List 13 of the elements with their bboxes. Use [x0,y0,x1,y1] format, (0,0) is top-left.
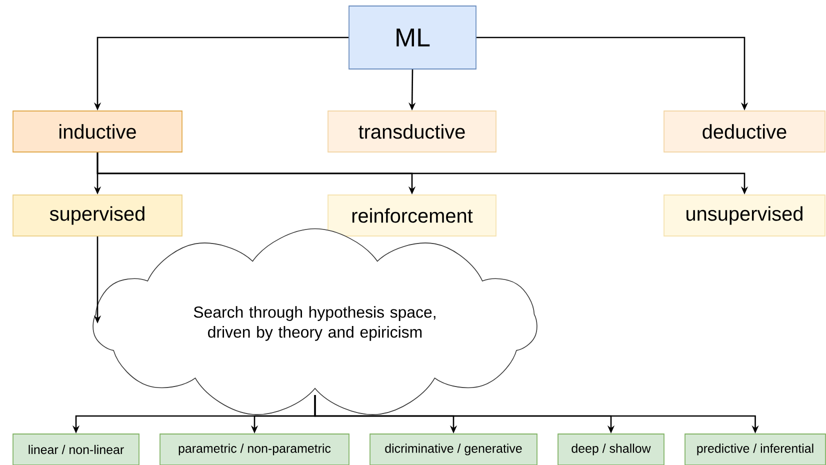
thought-cloud: Search through hypothesis space, driven by theory and epiricism [92,228,538,415]
root-box: ML [348,6,476,70]
property-box: deep / shallow [558,434,664,465]
property-box: linear / non-linear [12,434,140,465]
category-box: supervised [12,194,182,236]
category-box: unsupervised [664,194,826,236]
property-box: predictive / inferential [684,434,826,465]
category-box: transductive [328,110,496,152]
category-box: reinforcement [328,194,496,236]
property-box: parametric / non-parametric [160,434,350,465]
property-box: dicriminative / generative [370,434,538,465]
category-box: deductive [664,110,826,152]
category-box: inductive [12,110,182,152]
